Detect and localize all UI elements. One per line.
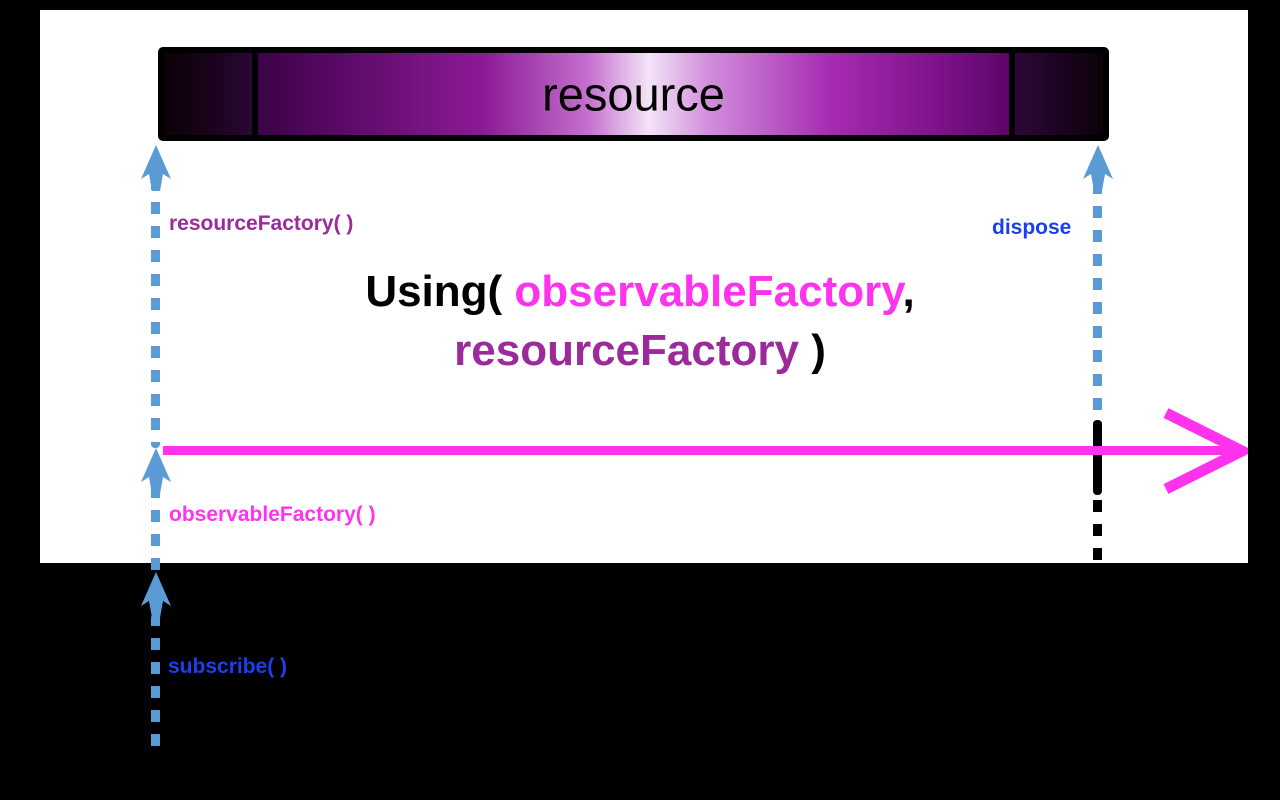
lifeline-dispose [1093, 182, 1102, 430]
formula-comma: , [902, 267, 915, 316]
up-arrow-icon-dispose [1083, 145, 1113, 191]
up-arrow-icon-resource-factory [141, 145, 171, 191]
resource-bar-label: resource [542, 67, 725, 121]
formula-resource-factory: resourceFactory [454, 326, 799, 376]
label-subscribe: subscribe( ) [168, 655, 288, 678]
resource-bar-divider-left [252, 53, 258, 135]
formula-line-2: resourceFactory ) [200, 321, 1080, 380]
lifeline-resource-factory [151, 178, 160, 448]
resource-bar-segment-left [164, 53, 252, 135]
resource-bar-segment-right [1015, 53, 1103, 135]
label-resource-factory: resourceFactory( ) [169, 212, 354, 235]
formula-suffix: ) [798, 326, 826, 376]
resource-bar-segment-middle: resource [258, 53, 1009, 135]
completion-marker [1093, 420, 1102, 495]
label-dispose: dispose [992, 216, 1072, 239]
formula-observable-factory: observableFactory [514, 267, 903, 316]
timeline-arrow-icon [1160, 407, 1248, 495]
lifeline-subscribe [151, 614, 160, 754]
lifeline-dispose-lower [1093, 500, 1102, 562]
up-arrow-icon-observable-factory [141, 448, 171, 494]
up-arrow-icon-subscribe [141, 572, 171, 618]
formula-prefix: Using( [365, 267, 515, 316]
formula-expression: Using( observableFactory, resourceFactory… [200, 262, 1080, 381]
resource-lifetime-bar: resource [158, 47, 1109, 141]
resource-bar-divider-right [1009, 53, 1015, 135]
lifeline-observable-factory [151, 486, 160, 574]
label-observable-factory: observableFactory( ) [169, 503, 376, 526]
observable-timeline [163, 446, 1238, 455]
